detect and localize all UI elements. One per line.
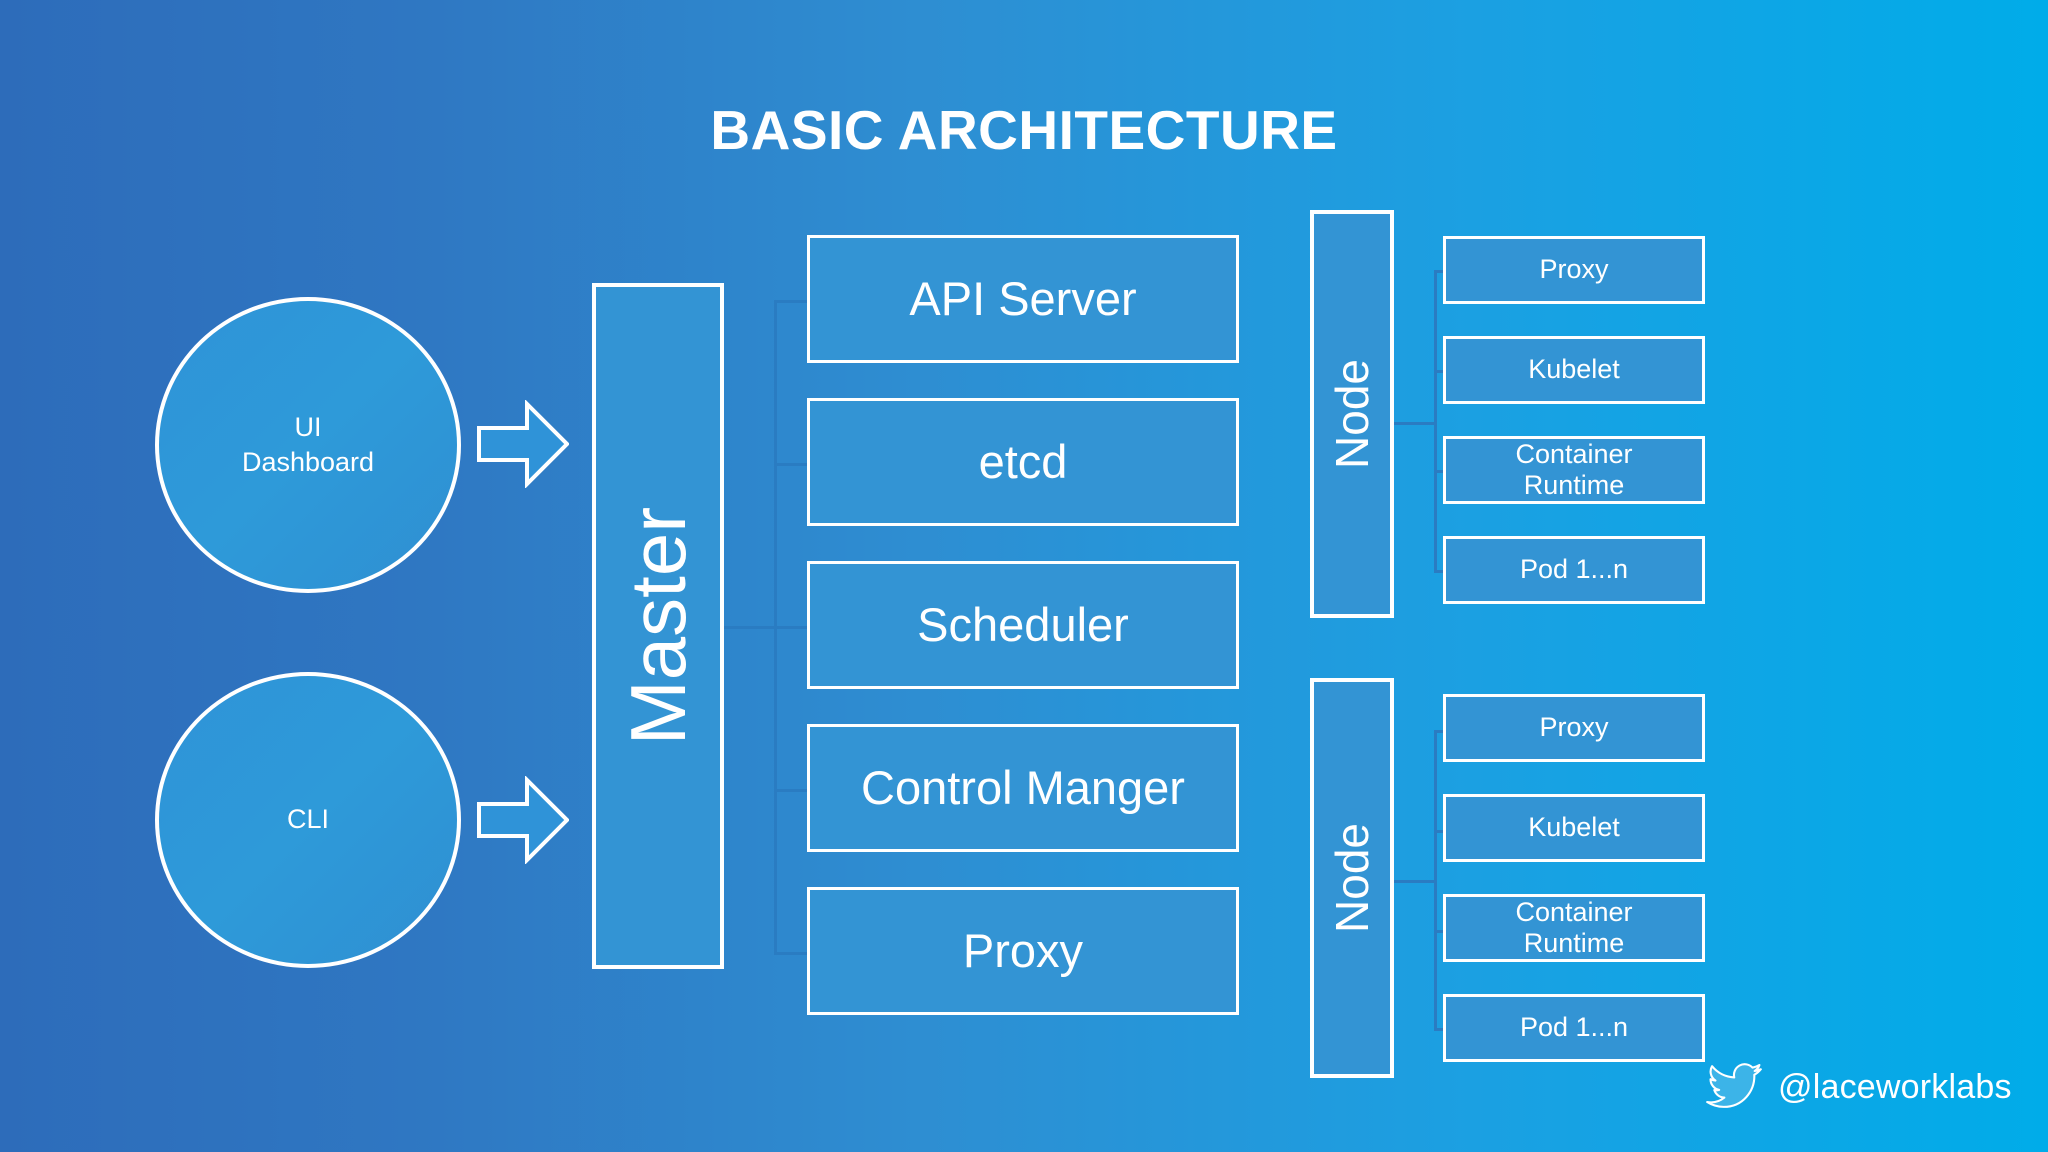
connector-master-branch-control-manger — [774, 789, 809, 792]
connector-node-1-stem — [1394, 422, 1436, 425]
twitter-credit[interactable]: @laceworklabs — [1706, 1063, 2012, 1111]
node-2-runtime-line1: Container — [1515, 896, 1633, 927]
connector-master-branch-proxy — [774, 952, 809, 955]
node-1-component-container-runtime-label: Container Runtime — [1515, 439, 1632, 501]
connector-node-2-trunk — [1434, 730, 1437, 1031]
connector-master-stem — [724, 626, 776, 629]
node-2-component-container-runtime[interactable]: Container Runtime — [1443, 894, 1705, 962]
node-2-runtime-line2: Runtime — [1523, 928, 1625, 958]
node-2-component-pods-label: Pod 1...n — [1519, 1012, 1629, 1043]
master-component-control-manger-label: Control Manger — [861, 760, 1185, 814]
client-circle-ui-dashboard[interactable]: UI Dashboard — [155, 297, 461, 593]
master-component-etcd-label: etcd — [978, 434, 1068, 488]
cli-label: CLI — [287, 802, 329, 837]
arrow-cli-to-master-icon — [477, 776, 569, 864]
node-2-component-pods[interactable]: Pod 1...n — [1443, 994, 1705, 1062]
arrow-ui-to-master-icon — [477, 400, 569, 488]
node-2-component-proxy-label: Proxy — [1539, 712, 1609, 743]
node-1-component-pods-label: Pod 1...n — [1519, 554, 1629, 585]
twitter-handle-label: @laceworklabs — [1778, 1067, 2012, 1106]
node-bar-1[interactable]: Node — [1310, 210, 1394, 618]
connector-node-1-trunk — [1434, 270, 1437, 573]
master-bar[interactable]: Master — [592, 283, 724, 969]
node-1-component-container-runtime[interactable]: Container Runtime — [1443, 436, 1705, 504]
connector-master-branch-scheduler — [774, 626, 809, 629]
master-label: Master — [614, 506, 703, 746]
node-2-component-container-runtime-label: Container Runtime — [1515, 897, 1632, 959]
node-1-component-kubelet[interactable]: Kubelet — [1443, 336, 1705, 404]
node-1-component-pods[interactable]: Pod 1...n — [1443, 536, 1705, 604]
client-circle-cli[interactable]: CLI — [155, 672, 461, 968]
master-component-proxy-label: Proxy — [962, 923, 1084, 977]
node-1-component-proxy-label: Proxy — [1539, 254, 1609, 285]
ui-dashboard-label-line1: UI — [294, 411, 322, 442]
master-component-control-manger[interactable]: Control Manger — [807, 724, 1239, 852]
node-2-component-kubelet-label: Kubelet — [1528, 812, 1620, 843]
node-1-component-kubelet-label: Kubelet — [1528, 354, 1620, 385]
master-component-api-server-label: API Server — [909, 271, 1137, 325]
master-component-etcd[interactable]: etcd — [807, 398, 1239, 526]
ui-dashboard-label: UI Dashboard — [242, 410, 374, 480]
node-1-label: Node — [1326, 359, 1378, 469]
master-component-scheduler-label: Scheduler — [917, 597, 1129, 651]
cli-label-line1: CLI — [286, 804, 330, 835]
node-1-runtime-line2: Runtime — [1523, 470, 1625, 500]
master-component-api-server[interactable]: API Server — [807, 235, 1239, 363]
connector-master-branch-etcd — [774, 463, 809, 466]
connector-node-2-stem — [1394, 880, 1436, 883]
page-title: BASIC ARCHITECTURE — [710, 99, 1338, 161]
master-component-proxy[interactable]: Proxy — [807, 887, 1239, 1015]
connector-master-branch-api-server — [774, 300, 809, 303]
master-component-scheduler[interactable]: Scheduler — [807, 561, 1239, 689]
node-bar-2[interactable]: Node — [1310, 678, 1394, 1078]
twitter-bird-icon — [1706, 1063, 1762, 1108]
node-2-component-proxy[interactable]: Proxy — [1443, 694, 1705, 762]
ui-dashboard-label-line2: Dashboard — [241, 447, 375, 477]
node-2-component-kubelet[interactable]: Kubelet — [1443, 794, 1705, 862]
node-2-label: Node — [1326, 823, 1378, 933]
node-1-runtime-line1: Container — [1515, 438, 1633, 469]
node-1-component-proxy[interactable]: Proxy — [1443, 236, 1705, 304]
